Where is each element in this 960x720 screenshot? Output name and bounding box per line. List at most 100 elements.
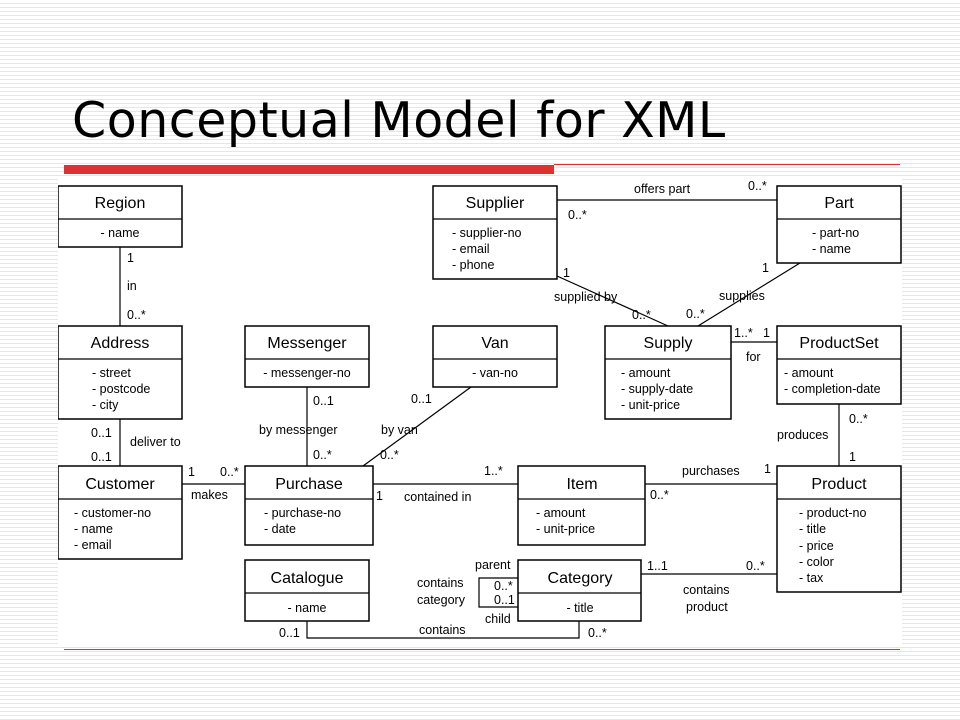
cardinality-label: 0..* [220, 465, 239, 479]
attribute: - street [92, 366, 131, 380]
entity-productset: ProductSet - amount - completion-date [776, 325, 902, 405]
attribute: - tax [799, 571, 824, 585]
cardinality-label: 0..* [849, 412, 868, 426]
entity-part-name: Part [824, 195, 854, 212]
relationship-label: contains [417, 576, 464, 590]
cardinality-label: 1..1 [647, 559, 668, 573]
cardinality-label: 1 [188, 465, 195, 479]
cardinality-label: 1 [762, 261, 769, 275]
cardinality-label: 0..1 [91, 426, 112, 440]
relationship-label: produces [777, 428, 828, 442]
cardinality-label: 1 [563, 266, 570, 280]
attribute: - amount [784, 366, 834, 380]
attribute: - title [566, 601, 593, 615]
cardinality-label: 1 [849, 450, 856, 464]
attribute: - purchase-no [264, 506, 341, 520]
attribute: - customer-no [74, 506, 151, 520]
attribute: - email [74, 538, 112, 552]
cardinality-label: 0..* [494, 579, 513, 593]
attribute: - title [799, 522, 826, 536]
er-diagram-canvas: Region - name Address - street - postcod… [58, 179, 902, 640]
relationship-label: in [127, 279, 137, 293]
relationship-label: category [417, 593, 466, 607]
cardinality-label: 1..* [484, 464, 503, 478]
cardinality-label: 1 [376, 489, 383, 503]
relationship-label: parent [475, 558, 511, 572]
cardinality-label: 0..1 [494, 593, 515, 607]
attribute: - amount [621, 366, 671, 380]
entity-catalogue-name: Catalogue [271, 570, 344, 587]
entity-catalogue: Catalogue - name [244, 559, 370, 622]
relationship-label: for [746, 350, 761, 364]
attribute: - postcode [92, 382, 150, 396]
attribute: - van-no [472, 366, 518, 380]
slide-title: Conceptual Model for XML [72, 92, 726, 149]
cardinality-label: 1 [127, 251, 134, 265]
entity-region: Region - name [58, 185, 183, 248]
cardinality-label: 1 [763, 326, 770, 340]
entity-supplier-name: Supplier [466, 195, 525, 212]
attribute: - unit-price [536, 522, 595, 536]
attribute: - date [264, 522, 296, 536]
title-rule-line [554, 164, 900, 165]
entity-address-name: Address [91, 335, 150, 352]
relationship-label: contains [419, 623, 466, 637]
entity-purchase: Purchase - purchase-no - date [244, 465, 374, 546]
attribute: - price [799, 539, 834, 553]
entity-supply: Supply - amount - supply-date - unit-pri… [604, 325, 732, 420]
entity-messenger-name: Messenger [267, 335, 347, 352]
relationship-label: contains [683, 583, 730, 597]
line-catalogue-category [306, 621, 580, 639]
relationship-label: by messenger [259, 423, 338, 437]
entity-item: Item - amount - unit-price [517, 465, 646, 546]
cardinality-label: 0..* [127, 308, 146, 322]
attribute: - phone [452, 258, 494, 272]
entity-messenger: Messenger - messenger-no [244, 325, 370, 388]
relationship-label: by van [381, 423, 418, 437]
line-van-purchase [362, 386, 472, 467]
relationship-label: child [485, 612, 511, 626]
cardinality-label: 0..* [568, 208, 587, 222]
relationship-label: deliver to [130, 435, 181, 449]
attribute: - messenger-no [263, 366, 351, 380]
entity-productset-name: ProductSet [799, 335, 879, 352]
attribute: - name [74, 522, 113, 536]
attribute: - email [452, 242, 490, 256]
attribute: - unit-price [621, 398, 680, 412]
line-supplier-supply [556, 275, 669, 327]
entity-part: Part - part-no - name [776, 185, 902, 264]
cardinality-label: 0..* [380, 448, 399, 462]
cardinality-label: 0..* [632, 308, 651, 322]
entity-supply-name: Supply [644, 335, 693, 352]
attribute: - product-no [799, 506, 866, 520]
entity-category-name: Category [548, 570, 613, 587]
entity-van-name: Van [481, 335, 508, 352]
entity-customer-name: Customer [85, 476, 155, 493]
attribute: - name [812, 242, 851, 256]
cardinality-label: 0..* [650, 488, 669, 502]
attribute: - city [92, 398, 119, 412]
entity-product-name: Product [811, 476, 867, 493]
attribute: - name [288, 601, 327, 615]
cardinality-label: 0..* [313, 448, 332, 462]
title-underline-bar [64, 165, 554, 174]
entity-supplier: Supplier - supplier-no - email - phone [432, 185, 558, 280]
entity-product: Product - product-no - title - price - c… [776, 465, 902, 593]
bottom-rule-line [64, 649, 900, 650]
entity-item-name: Item [566, 476, 597, 493]
relationship-label: supplied by [554, 290, 618, 304]
attribute: - supplier-no [452, 226, 522, 240]
attribute: - part-no [812, 226, 859, 240]
relationship-label: contained in [404, 490, 471, 504]
attribute: - color [799, 555, 834, 569]
entity-address: Address - street - postcode - city [58, 325, 183, 420]
attribute: - supply-date [621, 382, 693, 396]
cardinality-label: 1..* [734, 326, 753, 340]
relationship-label: offers part [634, 182, 691, 196]
relationship-label: purchases [682, 464, 740, 478]
entity-customer: Customer - customer-no - name - email [58, 465, 183, 560]
cardinality-label: 0..1 [279, 626, 300, 640]
relationship-label: makes [191, 488, 228, 502]
attribute: - name [101, 226, 140, 240]
cardinality-label: 0..* [746, 559, 765, 573]
